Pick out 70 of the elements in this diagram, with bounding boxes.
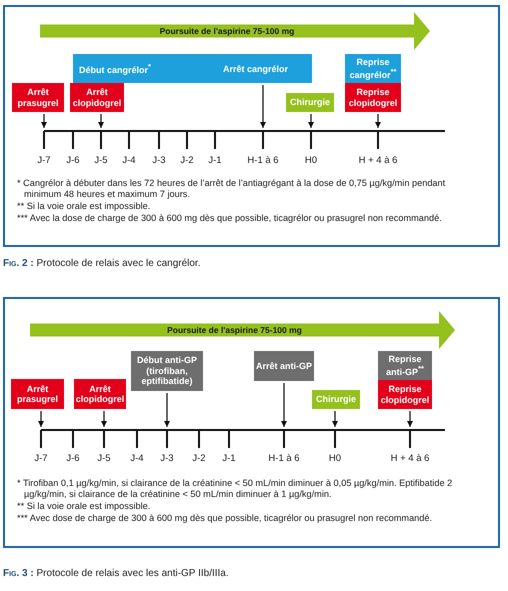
box-label: Reprise cangrélor$^{**}$ [348, 57, 398, 80]
time-label: H + 4 à 6 [358, 155, 398, 166]
arrow [281, 383, 287, 427]
drug-stop-box [11, 379, 64, 409]
footnote: * Tirofiban 0,1 µg/kg/min, si clairance de la créatinine < 50 mL/min diminuer à 0,05 µg/kg/min. Eptifibatide 2 µg/kg/min, si clairance de la créatinine < 50 mL/min diminuer à 1 µg/kg/min. [17, 478, 454, 500]
box-label: Arrêt clopidogrel [76, 384, 124, 404]
time-label: J-7 [37, 155, 51, 166]
time-label: J-1 [222, 453, 236, 464]
footnote: * Cangrélor à débuter dans les 72 heures de l’arrêt de l’antiagrégant à la dose de 0,75 µg/kg/min pendant minimum 48 heures et maximum 7 jours. [17, 178, 446, 200]
arrow [308, 114, 314, 128]
banner-text: Poursuite de l'aspirine 75-100 mg [158, 25, 296, 37]
time-label: H-1 à 6 [268, 453, 300, 464]
arrow [98, 114, 104, 128]
surgery-box [312, 390, 360, 409]
box-label: Chirurgie [290, 97, 330, 108]
time-label: J-2 [192, 453, 206, 464]
box-label: Arrêt prasugrel [16, 384, 59, 404]
box-label: Arrêt anti-GP [256, 360, 312, 372]
time-label: J-4 [122, 155, 136, 166]
time-label: J-5 [97, 453, 111, 464]
drug-stop-box [12, 83, 64, 112]
figure-panel [3, 297, 500, 548]
time-label: J-3 [152, 155, 166, 166]
footnote: ** Si la voie orale est impossible. [17, 201, 152, 212]
footnote: *** Avec la dose de charge de 300 à 600 mg dès que possible, ticagrélor ou prasugrel non recommandé. [17, 212, 443, 224]
arrow [164, 393, 170, 427]
time-label: J-4 [130, 453, 144, 464]
footnote: *** Avec dose de charge de 300 à 600 mg dès que possible, ticagrélor ou prasugrel non recommandé. [17, 512, 434, 524]
box-label: Début cangrélor$^{*}$ [79, 62, 151, 75]
treatment-box [73, 54, 312, 83]
box-label: Arrêt clopidogrel [72, 87, 122, 108]
time-label: J-6 [66, 453, 80, 464]
arrow [260, 85, 266, 128]
drug-stop-box [378, 380, 432, 409]
time-label: J-3 [160, 453, 174, 464]
footnote: ** Si la voie orale est impossible. [17, 501, 152, 512]
time-label: J-6 [66, 155, 80, 166]
arrow [101, 411, 107, 427]
box-label: Reprise clopidogrel [380, 384, 430, 405]
banner-text: Poursuite de l'aspirine 75-100 mg [166, 324, 303, 336]
arrow [407, 411, 413, 427]
box-label: Arrêt cangrélor [223, 63, 288, 74]
drug-stop-box [345, 83, 401, 112]
box-label: Reprise anti-GP$^{**}$ [385, 354, 425, 377]
time-label: J-5 [94, 155, 108, 166]
time-label: H + 4 à 6 [390, 453, 430, 464]
arrow [38, 411, 44, 427]
treatment-box [254, 351, 314, 381]
time-label: H-1 à 6 [247, 155, 279, 166]
figure-caption: Fig. 2 : Protocole de relais avec le cangrélor. [3, 258, 200, 269]
figure-panel [3, 5, 500, 247]
box-label: Chirurgie [316, 394, 356, 405]
arrow [41, 114, 47, 128]
drug-stop-box [74, 379, 126, 409]
time-label: H0 [328, 453, 342, 464]
treatment-box [378, 351, 432, 380]
time-label: H0 [304, 155, 318, 166]
box-label: Début anti-GP (tirofiban, eptifibatide) [136, 355, 198, 387]
time-label: J-1 [208, 155, 222, 166]
arrow [375, 114, 381, 128]
figure-caption: Fig. 3 : Protocole de relais avec les anti-GP IIb/IIIa. [3, 568, 229, 579]
arrow [332, 411, 338, 427]
arrow-banner [40, 12, 430, 50]
box-label: Reprise clopidogrel [348, 87, 398, 108]
time-label: J-7 [34, 453, 48, 464]
box-label: Arrêt prasugrel [16, 87, 60, 108]
arrow-banner [30, 311, 455, 349]
surgery-box [286, 93, 334, 112]
time-label: J-2 [180, 155, 194, 166]
drug-stop-box [70, 83, 124, 112]
